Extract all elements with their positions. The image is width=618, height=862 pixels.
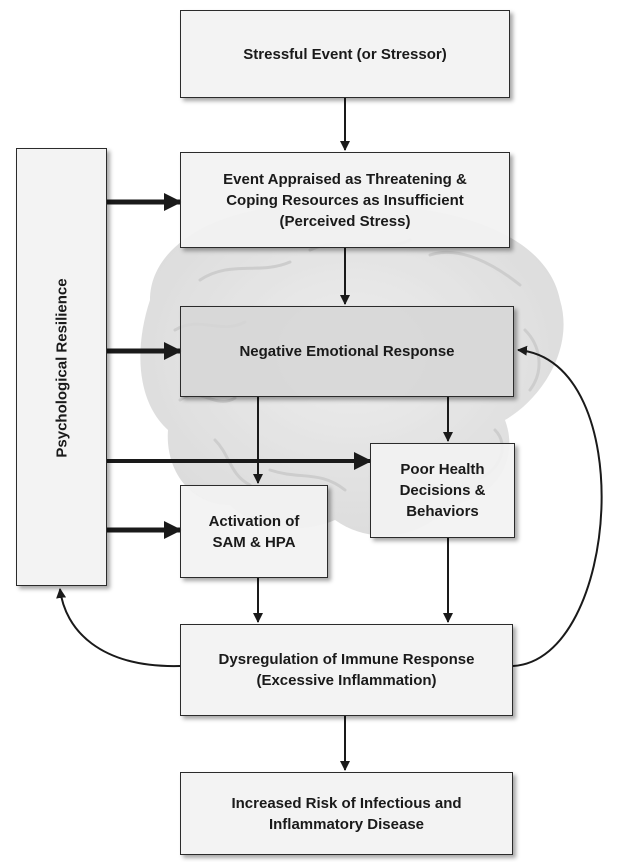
arrow-dysregulation-to-resilience — [56, 588, 181, 668]
resilience-label: Psychological Resilience — [53, 278, 71, 458]
risk-box: Increased Risk of Infectious and Inflamm… — [180, 772, 513, 855]
emotional-box: Negative Emotional Response — [180, 306, 514, 397]
health-label: Poor Health Decisions & Behaviors — [399, 461, 486, 520]
risk-label: Increased Risk of Infectious and Inflamm… — [231, 794, 462, 833]
stressor-box: Stressful Event (or Stressor) — [180, 10, 510, 98]
activation-box: Activation of SAM & HPA — [180, 485, 328, 578]
appraisal-box: Event Appraised as Threatening & Coping … — [180, 152, 510, 248]
stressor-label: Stressful Event (or Stressor) — [243, 45, 447, 63]
resilience-box — [16, 148, 107, 586]
emotional-label: Negative Emotional Response — [239, 343, 455, 360]
health-box: Poor Health Decisions & Behaviors — [370, 443, 515, 538]
dysregulation-label: Dysregulation of Immune Response (Excess… — [218, 651, 475, 689]
appraisal-label: Event Appraised as Threatening & Coping … — [223, 170, 467, 230]
activation-label: Activation of SAM & HPA — [208, 512, 300, 551]
dysregulation-box: Dysregulation of Immune Response (Excess… — [180, 624, 513, 716]
arrow-dysregulation-to-emotional — [512, 345, 603, 667]
